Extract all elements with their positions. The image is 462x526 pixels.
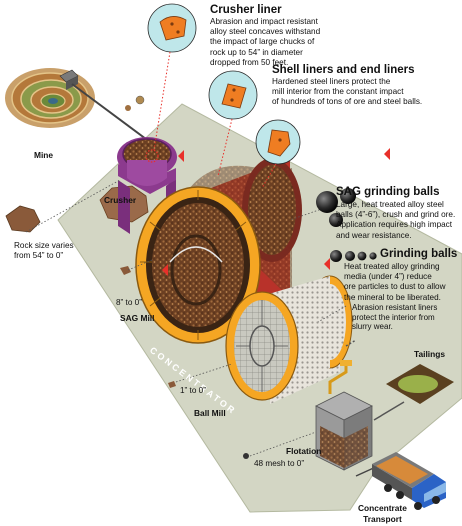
tailings-label: Tailings — [414, 349, 446, 359]
slurry-pipe — [328, 362, 348, 394]
shell-liners-line-1: Hardened steel liners protect the — [272, 77, 391, 86]
sag-balls-title: SAG grinding balls — [336, 186, 440, 198]
rock-size-line-1: Rock size varies — [14, 241, 74, 250]
sag-balls-line-1: Large, heat treated alloy steel — [336, 200, 444, 209]
crusher-liner-callout — [147, 3, 197, 53]
ball-mill — [225, 275, 353, 404]
sag-balls-text: SAG grinding balls Large, heat treated a… — [336, 186, 460, 241]
concentrate-transport-line-2: Transport — [363, 514, 402, 524]
sag-balls-line-2: balls (4”-6”), crush and grind ore. — [336, 210, 456, 220]
abrasion-liners-line-1: Abrasion resistant liners — [352, 303, 438, 312]
crusher — [117, 137, 177, 234]
abrasion-liners-line-2: protect the interior from — [352, 312, 435, 322]
flotation-label: Flotation — [286, 446, 322, 456]
crusher-liner-line-1: Abrasion and impact resistant — [210, 17, 318, 26]
sag-balls-line-3: Application requires high impact — [336, 220, 453, 230]
small-grinding-balls — [330, 250, 377, 262]
rock-sample-small — [120, 266, 131, 275]
grinding-balls-line-4: the mineral to be liberated. — [344, 292, 441, 302]
crusher-label: Crusher — [104, 195, 137, 205]
grinding-balls-line-1: Heat treated alloy grinding — [344, 262, 440, 271]
sag-size-label: 8” to 0” — [116, 298, 142, 307]
sag-mill — [135, 158, 302, 344]
grinding-balls-title: Grinding balls — [380, 248, 458, 260]
shell-liners-text: Shell liners and end liners Hardened ste… — [272, 64, 460, 108]
sag-balls-line-4: and wear resistance. — [336, 230, 412, 240]
shell-liners-line-2: mill interior from the constant impact — [272, 87, 404, 97]
shell-liners-line-3: of hundreds of tons of ore and steel bal… — [272, 97, 423, 107]
sag-grinding-balls — [316, 188, 356, 227]
crusher-liner-line-2: alloy steel concaves withstand — [210, 27, 321, 37]
end-liner-callout — [255, 119, 301, 165]
rock-sample-large — [5, 205, 41, 233]
crusher-liner-line-4: rock up to 54” in diameter — [210, 47, 303, 57]
mine-conveyor — [71, 83, 151, 143]
crusher-liner-line-3: the impact of large chucks of — [210, 37, 315, 47]
ball-mill-label: Ball Mill — [194, 408, 226, 418]
concentrate-truck — [355, 452, 446, 510]
abrasion-liners-text: Abrasion resistant liners protect the in… — [352, 303, 460, 332]
sag-mill-label: SAG Mill — [120, 313, 155, 323]
grinding-balls-line-2: media (under 4”) reduce — [344, 272, 432, 282]
tailings-pond — [386, 364, 454, 404]
mine-pit — [5, 68, 95, 128]
shell-liner-callout — [208, 70, 258, 120]
grinding-balls-title-wrap: Grinding balls — [380, 248, 460, 261]
concentrate-transport-label: Concentrate Transport — [358, 503, 407, 525]
grinding-balls-line-3: ore particles to dust to allow — [344, 282, 446, 292]
concentrate-transport-line-1: Concentrate — [358, 503, 407, 513]
crusher-liner-line-5: dropped from 50 feet. — [210, 57, 289, 67]
shell-liners-title: Shell liners and end liners — [272, 64, 415, 76]
crusher-liner-title: Crusher liner — [210, 4, 282, 16]
rock-size-label: Rock size varies from 54” to 0” — [14, 241, 74, 261]
grinding-balls-text: Heat treated alloy grinding media (under… — [344, 262, 462, 303]
flotation-size-label: 48 mesh to 0” — [254, 459, 305, 468]
crusher-liner-text: Crusher liner Abrasion and impact resist… — [210, 4, 360, 68]
ball-size-label: 1” to 0” — [180, 386, 206, 395]
flotation-cell — [315, 391, 405, 471]
mine-label: Mine — [34, 150, 54, 160]
rock-size-line-2: from 54” to 0” — [14, 251, 64, 260]
abrasion-liners-line-3: slurry wear. — [352, 322, 393, 332]
